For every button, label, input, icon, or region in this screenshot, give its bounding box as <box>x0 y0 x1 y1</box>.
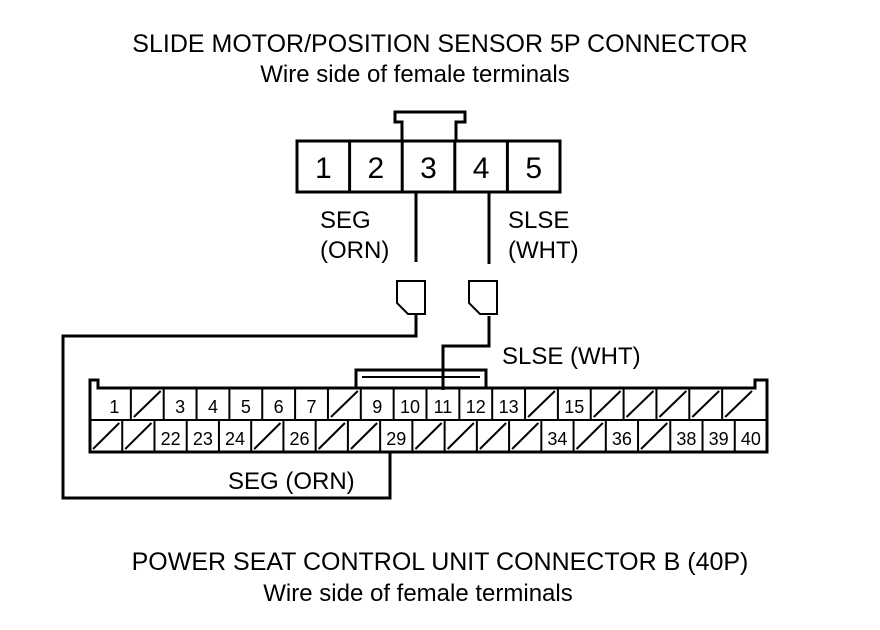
bottom-pin-40: 40 <box>741 429 761 449</box>
top-connector-title: SLIDE MOTOR/POSITION SENSOR 5P CONNECTOR <box>132 30 747 58</box>
slse-wire-lower <box>441 316 491 390</box>
bottom-connector-row2: 22 23 24 26 29 34 36 38 39 40 <box>92 420 761 452</box>
row2-blank-cavity <box>253 422 282 450</box>
top-pin-5: 5 <box>525 152 542 185</box>
wires <box>61 192 491 500</box>
bottom-pin-10: 10 <box>400 397 420 417</box>
bottom-pin-6: 6 <box>274 397 284 417</box>
bottom-pin-1: 1 <box>109 397 119 417</box>
bottom-pin-26: 26 <box>290 429 310 449</box>
top-pin-4: 4 <box>473 152 490 185</box>
bottom-pin-12: 12 <box>466 397 486 417</box>
row2-blank-cavity <box>479 422 507 450</box>
row1-blank-cavity <box>625 390 655 418</box>
row2-blank-cavity <box>640 422 668 450</box>
bottom-pin-7: 7 <box>307 397 317 417</box>
bottom-connector-title: POWER SEAT CONTROL UNIT CONNECTOR B (40P… <box>132 548 749 576</box>
row2-blank-cavity <box>511 422 540 450</box>
slse-probe-tip <box>468 280 498 315</box>
top-pin-1: 1 <box>315 152 332 185</box>
row1-blank-cavity <box>658 390 687 418</box>
row2-blank-cavity <box>446 422 475 450</box>
slse-wire-name-label: SLSE <box>508 207 569 234</box>
row2-blank-cavity <box>92 422 120 450</box>
bottom-pin-11: 11 <box>434 397 453 417</box>
bottom-connector-body <box>88 378 769 454</box>
probe-tips <box>396 280 498 315</box>
top-connector-subtitle: Wire side of female terminals <box>260 61 569 88</box>
seg-probe-tip <box>396 280 426 315</box>
row1-blank-cavity <box>593 390 622 418</box>
row2-blank-cavity <box>350 422 378 450</box>
bottom-pin-13: 13 <box>499 397 519 417</box>
bottom-connector-latch <box>354 368 488 388</box>
bottom-pin-38: 38 <box>676 429 696 449</box>
bottom-pin-4: 4 <box>208 397 218 417</box>
seg-wire-name-label: SEG <box>320 207 371 234</box>
bottom-pin-39: 39 <box>709 429 729 449</box>
row1-blank-cavity <box>527 390 556 418</box>
row2-blank-cavity <box>414 422 443 450</box>
row2-blank-cavity <box>317 422 346 450</box>
top-connector <box>295 110 562 194</box>
top-connector-latch <box>393 110 467 141</box>
row1-blank-cavity <box>691 390 720 418</box>
row1-blank-cavity <box>724 390 753 418</box>
bottom-pin-9: 9 <box>372 397 382 417</box>
bottom-pin-36: 36 <box>612 429 632 449</box>
bottom-pin-24: 24 <box>225 429 245 449</box>
top-pin-3: 3 <box>420 152 437 185</box>
bottom-pin-22: 22 <box>161 429 181 449</box>
row1-blank-cavity <box>133 390 162 418</box>
top-pin-2: 2 <box>368 152 385 185</box>
bottom-pin-34: 34 <box>547 429 567 449</box>
seg-wire-lower <box>61 314 418 500</box>
top-connector-body <box>295 139 562 194</box>
row2-blank-cavity <box>575 422 604 450</box>
bottom-connector-subtitle: Wire side of female terminals <box>263 580 572 607</box>
row1-blank-cavity <box>330 390 359 418</box>
bottom-pin-29: 29 <box>386 429 406 449</box>
bottom-pin-5: 5 <box>241 397 251 417</box>
bottom-pin-23: 23 <box>193 429 213 449</box>
bottom-connector <box>88 368 769 454</box>
seg-wire-color-label: (ORN) <box>320 237 389 264</box>
slse-wire-color-label: (WHT) <box>508 237 579 264</box>
top-connector-pins: 1 2 3 4 5 <box>315 141 542 192</box>
seg-wire-label-lower: SEG (ORN) <box>228 468 355 495</box>
bottom-pin-3: 3 <box>175 397 185 417</box>
bottom-pin-15: 15 <box>564 397 584 417</box>
slse-wire-label-lower: SLSE (WHT) <box>502 343 641 370</box>
row2-blank-cavity <box>124 422 153 450</box>
